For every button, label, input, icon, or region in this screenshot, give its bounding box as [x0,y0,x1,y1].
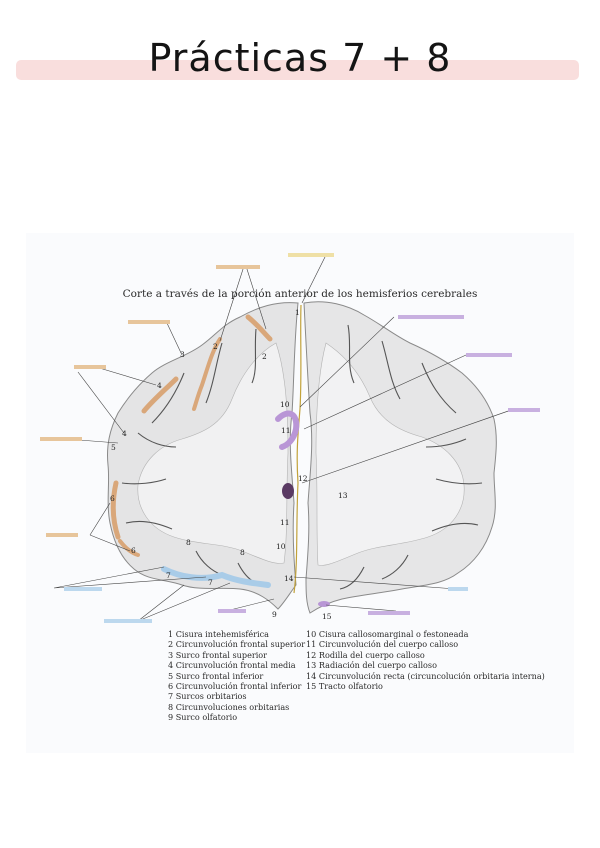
tag-circ-frontal-inferior [46,533,78,537]
tag-circ-frontal-media [74,365,106,369]
tag-tracto-olfatorio [368,611,410,615]
num-label: 6 [131,546,136,555]
figure-title: Corte a través de la porción anterior de… [122,288,478,300]
num-label: 10 [276,542,286,551]
leader-lines [53,254,515,622]
highlight-frontal-inferior [110,480,121,540]
interhemispheric-fissure [293,304,302,594]
tag-surco-frontal-inferior [40,437,82,441]
tag-surco-olfatorio [218,609,246,613]
legend-item: 5 Surco frontal inferior [168,670,264,681]
num-label: 2 [262,352,267,361]
num-label: 4 [157,381,162,390]
legend-item: 6 Circunvolución frontal inferior [168,681,302,692]
legend-item: 11 Circunvolución del cuerpo calloso [306,639,459,650]
tag-circ-recta [448,587,468,591]
num-label: 7 [208,578,213,587]
legend-item: 4 Circunvolución frontal media [168,660,296,671]
num-label: 13 [338,491,348,500]
tag-circ-orbitarias [104,619,152,623]
right-sulci [339,324,483,590]
left-sulci [121,328,263,586]
num-label: 11 [281,426,291,435]
num-label: 12 [298,474,308,483]
brain-section-figure: 1 2 2 3 4 4 5 6 6 7 7 8 8 9 10 10 11 11 … [26,233,574,753]
legend-item: 10 Cisura callosomarginal o festoneada [306,629,469,639]
highlight-frontal-superior-2 [192,337,222,411]
tag-circ-cuerpo-calloso [466,353,512,357]
tag-circ-frontal-superior [216,265,260,269]
tag-surco-frontal-superior [128,320,170,324]
num-label: 4 [122,429,127,438]
num-label: 7 [166,571,171,580]
highlight-callosal-gyrus [275,410,300,450]
highlight-corpus-callosum-genu [282,483,294,499]
tag-surcos-orbitarios [64,587,102,591]
num-label: 15 [322,612,332,621]
legend-item: 2 Circunvolución frontal superior [168,639,306,650]
num-label: 9 [272,610,277,619]
legend-item: 13 Radiación del cuerpo calloso [306,660,437,671]
legend-item: 14 Circunvolución recta (circuncolución … [306,670,545,681]
highlight-frontal-inferior-2 [118,539,140,557]
tag-rodilla [508,408,540,412]
legend-item: 7 Surcos orbitarios [168,691,247,702]
highlight-frontal-media [141,376,179,414]
legend-item: 15 Tracto olfatorio [306,681,383,692]
coronal-section-drawing: 1 2 2 3 4 4 5 6 6 7 7 8 8 9 10 10 11 11 … [40,253,540,623]
tag-cisura-callosomarginal [398,315,464,319]
num-label: 14 [284,574,294,583]
left-white-matter [137,342,289,564]
right-white-matter [315,342,465,566]
highlight-orbital [161,566,271,588]
legend-item: 1 Cisura intehemisférica [168,629,270,639]
num-label: 3 [180,350,185,359]
legend-item: 9 Surco olfatorio [168,712,238,723]
legend-right: 10 Cisura callosomarginal o festoneada 1… [306,629,545,691]
legend-item: 12 Rodilla del cuerpo calloso [306,649,425,660]
highlight-frontal-superior [245,314,273,342]
legend-item: 3 Surco frontal superior [168,649,268,660]
title-highlight-band [16,60,579,80]
num-label: 10 [280,400,290,409]
page-title: Prácticas 7 + 8 [148,36,452,80]
highlight-olfactory-tract [318,601,330,607]
num-label: 8 [240,548,245,557]
legend-item: 8 Circunvoluciones orbitarias [168,701,290,712]
num-label: 1 [295,308,300,317]
num-label: 5 [111,443,116,452]
num-label: 2 [213,342,218,351]
legend-left: 1 Cisura intehemisférica 2 Circunvolució… [168,629,305,723]
num-label: 8 [186,538,191,547]
num-label: 6 [110,494,115,503]
num-label: 11 [280,518,290,527]
structure-numbers: 1 2 2 3 4 4 5 6 6 7 7 8 8 9 10 10 11 11 … [110,308,348,621]
tag-cisura [288,253,334,257]
